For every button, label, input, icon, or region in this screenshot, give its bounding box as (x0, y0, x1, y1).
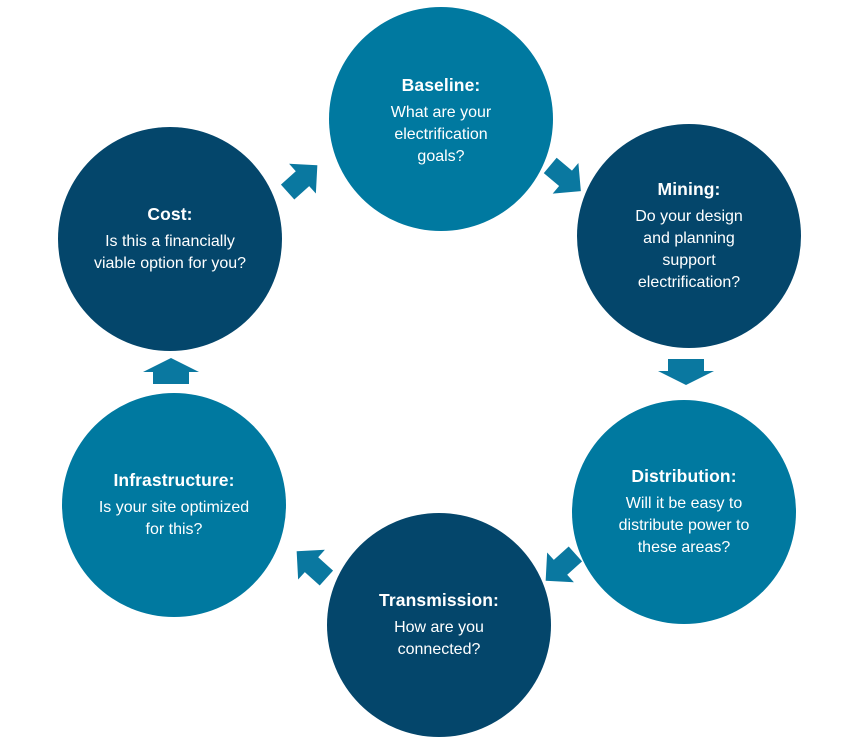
arrow-cost-to-baseline (280, 163, 318, 200)
node-mining: Mining: Do your design and planning supp… (577, 124, 801, 348)
node-transmission-title: Transmission: (379, 590, 499, 610)
arrow-infrastructure-to-cost (143, 358, 199, 384)
node-distribution: Distribution: Will it be easy to distrib… (572, 400, 796, 624)
node-infrastructure: Infrastructure: Is your site optimized f… (62, 393, 286, 617)
node-baseline-title: Baseline: (401, 75, 481, 95)
node-transmission-text: How are you connected? (394, 619, 484, 658)
node-transmission: Transmission: How are you connected? (327, 513, 551, 737)
node-cost-text: Is this a financially viable option for … (93, 233, 247, 272)
node-mining-text: Do your design and planning support elec… (635, 208, 743, 291)
node-mining-title: Mining: (657, 179, 721, 199)
node-baseline: Baseline: What are your electrification … (329, 7, 553, 231)
node-cost-title: Cost: (147, 204, 193, 224)
node-infrastructure-text: Is your site optimized for this? (98, 499, 250, 538)
node-baseline-text: What are your electrification goals? (390, 104, 492, 165)
node-distribution-text: Will it be easy to distribute power to t… (618, 495, 750, 556)
node-infrastructure-title: Infrastructure: (113, 470, 235, 490)
arrow-mining-to-distribution (658, 359, 714, 385)
node-cost: Cost: Is this a financially viable optio… (58, 127, 282, 351)
arrow-transmission-to-infrastructure (296, 549, 334, 586)
node-distribution-title: Distribution: (631, 466, 737, 486)
